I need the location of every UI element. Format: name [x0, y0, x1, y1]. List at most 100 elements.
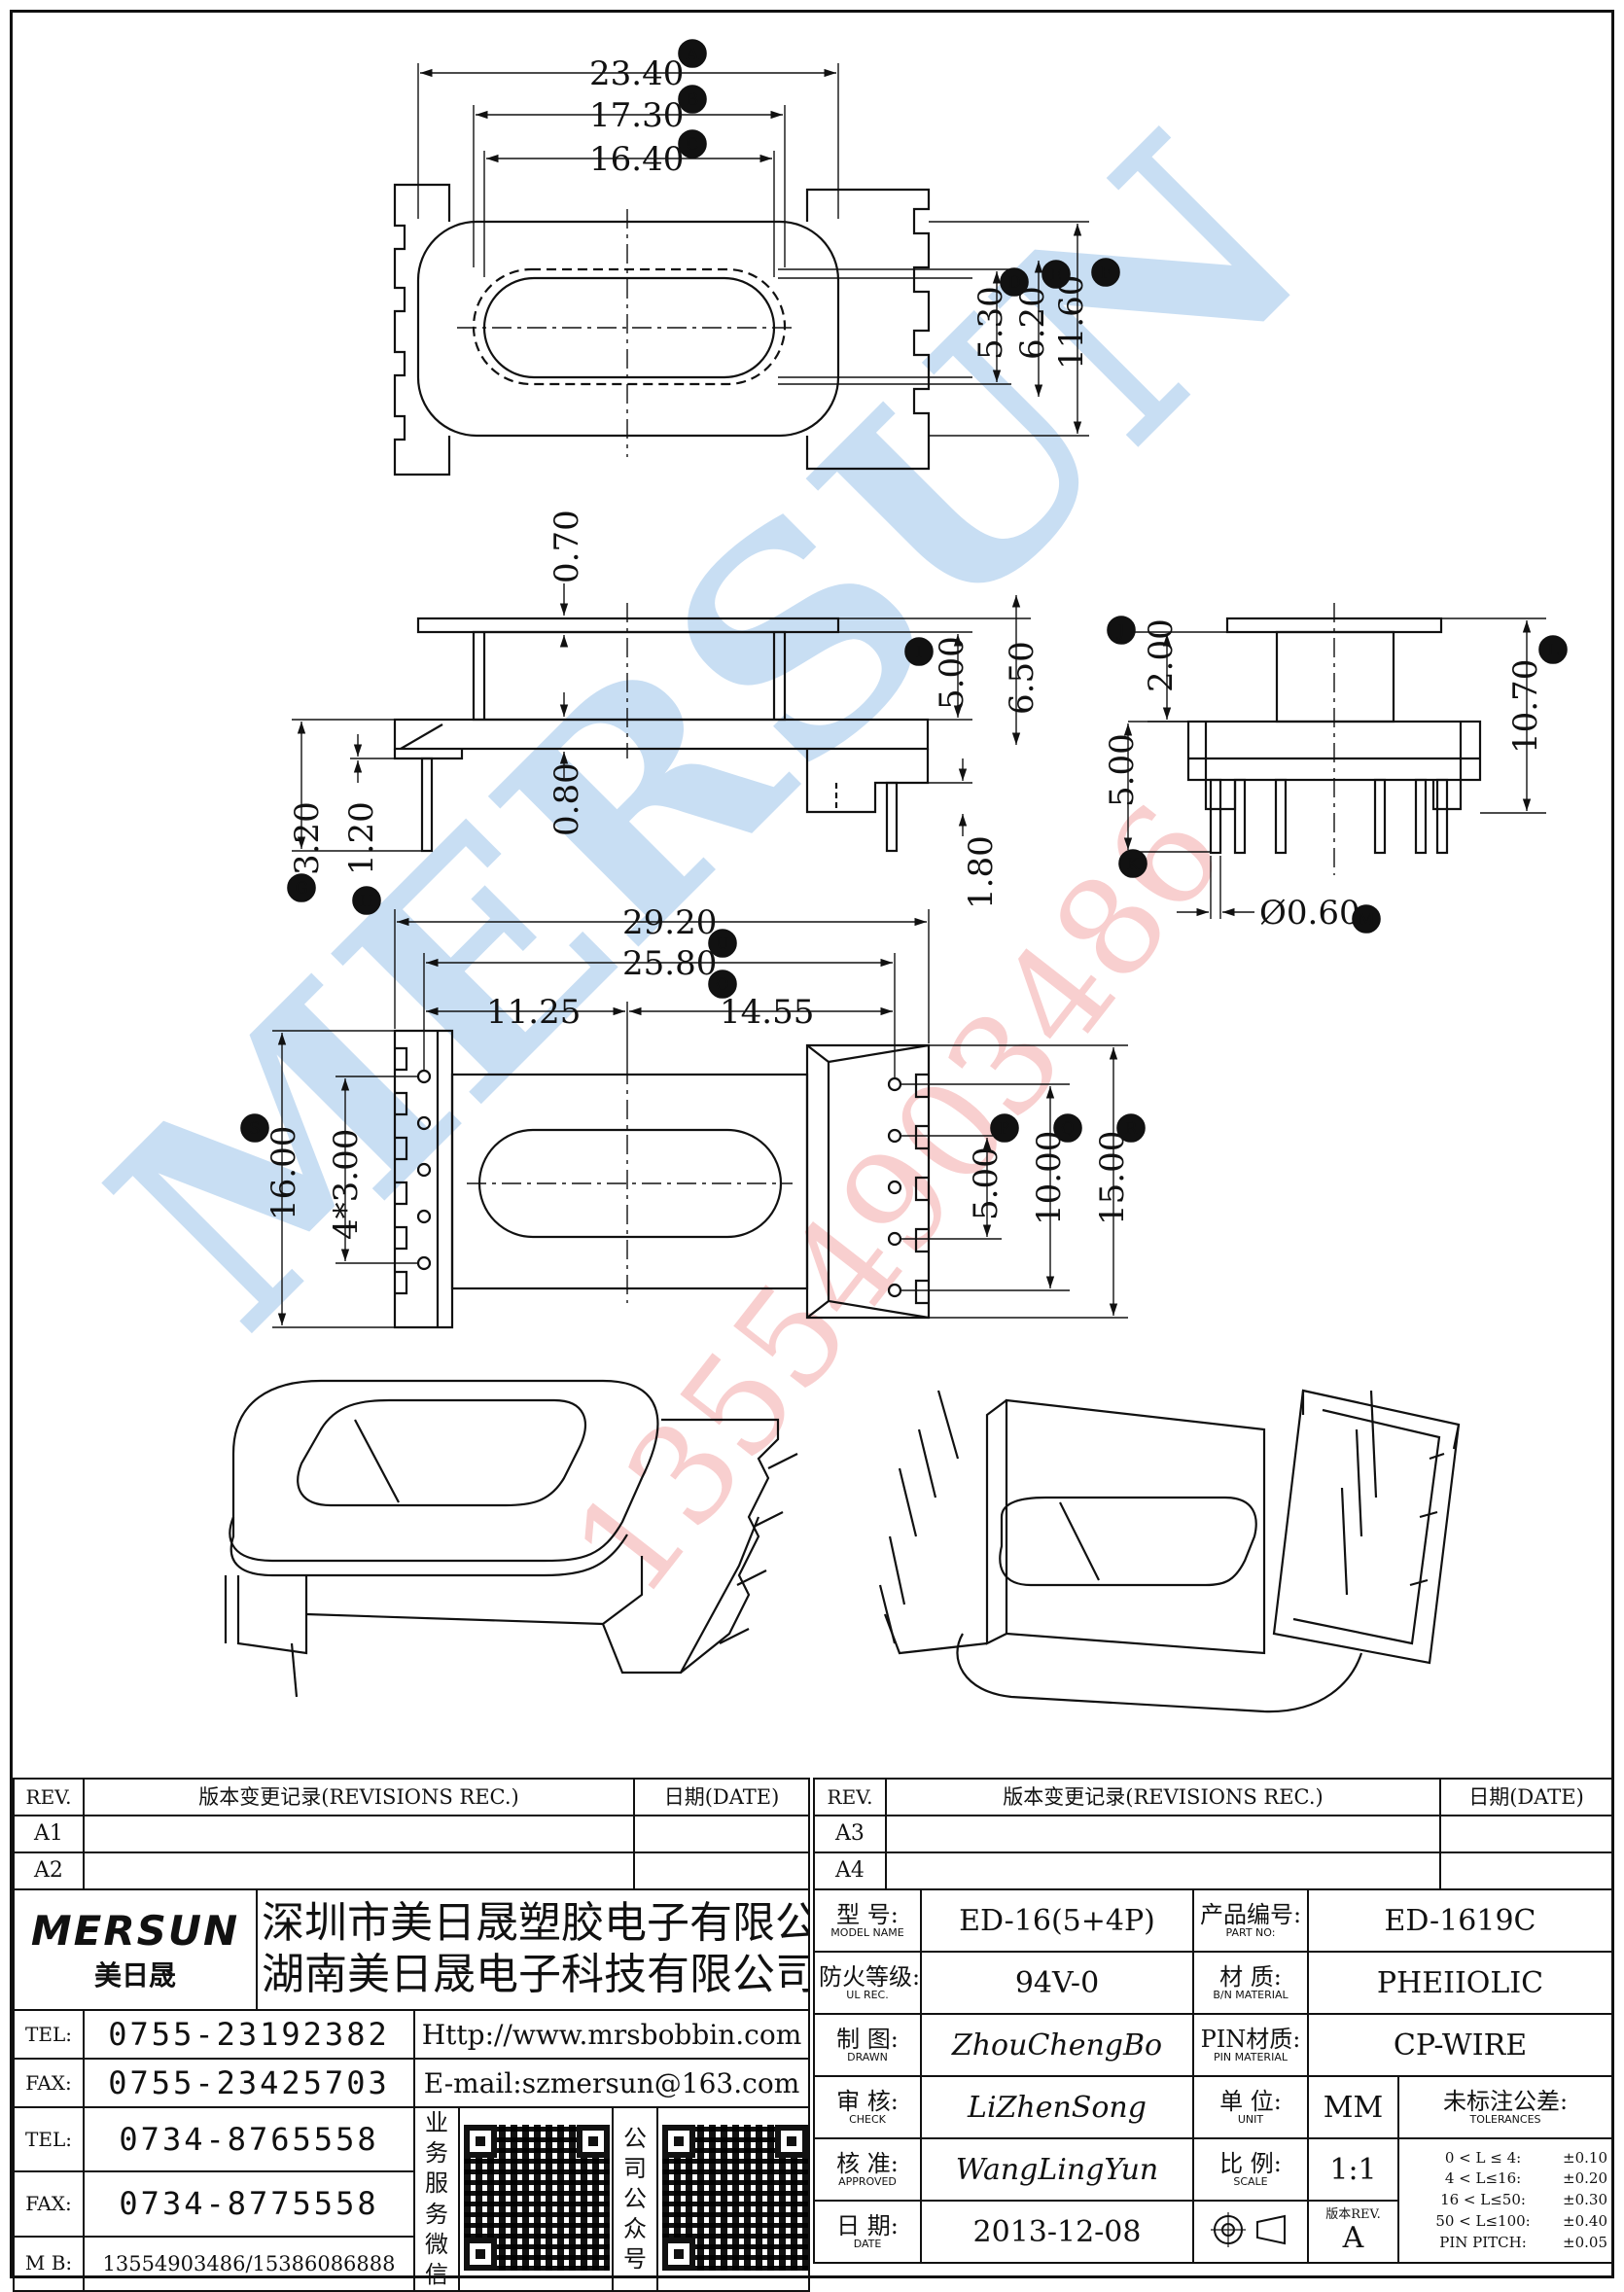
ul-label-cell: 防火等级:UL REC. [813, 1951, 922, 2015]
fax-1: 0755-23425703 [83, 2058, 415, 2108]
dim-c: 16.40 [589, 140, 684, 179]
dim-u: 29.20 [622, 903, 717, 942]
dim-pitch: 4*3.00 [327, 1129, 366, 1240]
balloon-l: L [1547, 641, 1558, 660]
balloon-e: E [1050, 265, 1062, 285]
drawn-label-en: DRAWN [847, 2051, 888, 2064]
side-view [1186, 603, 1482, 875]
technical-drawing: MERSUN 13554903486 [50, 39, 1568, 1713]
dim-top-gap: 0.70 [547, 510, 586, 583]
top-view [393, 183, 931, 476]
isometric-left [224, 1379, 798, 1698]
balloon-d: D [1007, 273, 1021, 293]
fax-label-2: FAX: [13, 2170, 85, 2238]
dim-a: 23.40 [589, 54, 684, 93]
tel-2: 0734-8765558 [83, 2105, 415, 2173]
rev-date-header-right: 日期(DATE) [1439, 1778, 1613, 1816]
dim-one-eighty: 1.80 [962, 835, 1001, 909]
tolerance-list: 0 < L ≤ 4: ±0.10 4 < L≤16: ±0.20 16 < L≤… [1396, 2137, 1614, 2264]
dim-l: 10.70 [1506, 659, 1545, 754]
ul-label: 防火等级: [819, 1962, 921, 1991]
balloon-i: I [916, 643, 923, 662]
tolerance-label-cell: 未标注公差:TOLERANCES [1396, 2075, 1614, 2139]
pin-material-label-en: PIN MATERIAL [1214, 2051, 1288, 2064]
contact-table: TEL: 0755-23192382 Http://www.mrsbobbin.… [13, 2009, 810, 2108]
rev-header: REV. [13, 1778, 85, 1816]
check-label: 审 核: [836, 2087, 899, 2115]
balloon-g: G [295, 879, 308, 899]
version-cell: 版本REV.A [1307, 2200, 1399, 2264]
date-label-en: DATE [853, 2238, 882, 2251]
tel-label-1: TEL: [13, 2009, 85, 2060]
dim-f: 11.60 [1052, 275, 1091, 370]
tolerance-label: 未标注公差: [1442, 2087, 1569, 2115]
rev-header-right: REV. [813, 1778, 887, 1816]
pin-material-label-cell: PIN材质:PIN MATERIAL [1192, 2013, 1309, 2077]
fax-label-1: FAX: [13, 2058, 85, 2108]
revision-table-left: REV. 版本变更记录(REVISIONS REC.) 日期(DATE) A1 … [13, 1778, 810, 1890]
model-label: 型 号: [836, 1900, 899, 1928]
company-name-2: 湖南美日晟电子科技有限公司 [262, 1950, 809, 1999]
part-label-cell: 产品编号:PART NO: [1192, 1888, 1309, 1953]
pin-material-label: PIN材质: [1200, 2025, 1301, 2053]
approved-value: WangLingYun [920, 2137, 1194, 2202]
rev-record-header-right: 版本变更记录(REVISIONS REC.) [885, 1778, 1441, 1816]
drawn-value: ZhouChengBo [920, 2013, 1194, 2077]
tolerance-row: 0 < L ≤ 4: ±0.10 [1444, 2148, 1608, 2167]
tolerance-row: 16 < L≤50: ±0.30 [1440, 2191, 1608, 2209]
scale-label-cell: 比 例:SCALE [1192, 2137, 1309, 2202]
dim-o: 25.80 [622, 944, 717, 983]
company-names: 深圳市美日晟塑胶电子有限公司 湖南美日晟电子科技有限公司 [256, 1888, 810, 2011]
rev-row-a3: A3 [813, 1815, 887, 1853]
dim-g: 3.20 [288, 801, 327, 875]
isometric-right [878, 1389, 1461, 1713]
spec-table: 型 号:MODEL NAME ED-16(5+4P) 产品编号:PART NO:… [813, 1888, 1614, 2264]
contact-qr-table: TEL: 0734-8765558 业务服务微信 公司公众号 FAX: 0734… [13, 2105, 810, 2292]
website-link[interactable]: Http://www.mrsbobbin.com [413, 2009, 810, 2060]
qr2-label: 公司公众号 [612, 2105, 658, 2292]
balloon-b: B [687, 90, 699, 110]
company-table: MERSUN 美日晟 深圳市美日晟塑胶电子有限公司 湖南美日晟电子科技有限公司 [13, 1888, 810, 2011]
title-block-left: REV. 版本变更记录(REVISIONS REC.) 日期(DATE) A1 … [13, 1778, 810, 2292]
date-label: 日 期: [836, 2211, 899, 2239]
balloon-h: H [360, 892, 374, 911]
rev-date-header: 日期(DATE) [633, 1778, 810, 1816]
balloon-k: K [1127, 855, 1140, 874]
dim-left-half: 11.25 [486, 993, 581, 1032]
unit-label-cell: 单 位:UNIT [1192, 2075, 1309, 2139]
version-label: 版本REV. [1325, 2207, 1381, 2222]
dim-i: 5.00 [933, 636, 971, 710]
scale-value: 1:1 [1307, 2137, 1399, 2202]
qr-code-1 [458, 2105, 614, 2292]
balloon-f: F [1100, 264, 1112, 283]
pin-material-value: CP-WIRE [1306, 2013, 1614, 2077]
dim-k: 5.00 [1103, 733, 1142, 807]
ul-value: 94V-0 [920, 1951, 1194, 2015]
front-view [393, 603, 930, 853]
approved-label: 核 准: [836, 2149, 899, 2177]
balloon-a: A [686, 45, 699, 64]
scale-label-en: SCALE [1233, 2175, 1268, 2189]
dim-right-half: 14.55 [720, 993, 814, 1032]
part-label-en: PART NO: [1225, 1926, 1276, 1940]
dim-b: 17.30 [589, 96, 684, 135]
dim-p: 5.00 [967, 1146, 1006, 1220]
material-value: PHEIIOLIC [1306, 1951, 1614, 2015]
rev-row-a4: A4 [813, 1851, 887, 1890]
check-value: LiZhenSong [920, 2075, 1194, 2139]
dim-q: 10.00 [1030, 1131, 1069, 1225]
rev-row-a1: A1 [13, 1815, 85, 1853]
balloon-c: C [686, 135, 698, 155]
brand-logo: MERSUN [30, 1906, 240, 1955]
material-label-en: B/N MATERIAL [1213, 1989, 1289, 2002]
date-value: 2013-12-08 [920, 2200, 1194, 2264]
date-label-cell: 日 期:DATE [813, 2200, 922, 2264]
unit-label: 单 位: [1219, 2087, 1282, 2115]
dim-bottom-gap: 0.80 [547, 762, 586, 836]
material-label: 材 质: [1219, 1962, 1282, 1991]
company-name-1: 深圳市美日晟塑胶电子有限公司 [262, 1898, 809, 1949]
email-link[interactable]: E-mail:szmersun@163.com [413, 2058, 810, 2108]
fax-2: 0734-8775558 [83, 2170, 415, 2238]
drawn-label: 制 图: [836, 2025, 899, 2053]
drawing-frame [10, 10, 1614, 2278]
